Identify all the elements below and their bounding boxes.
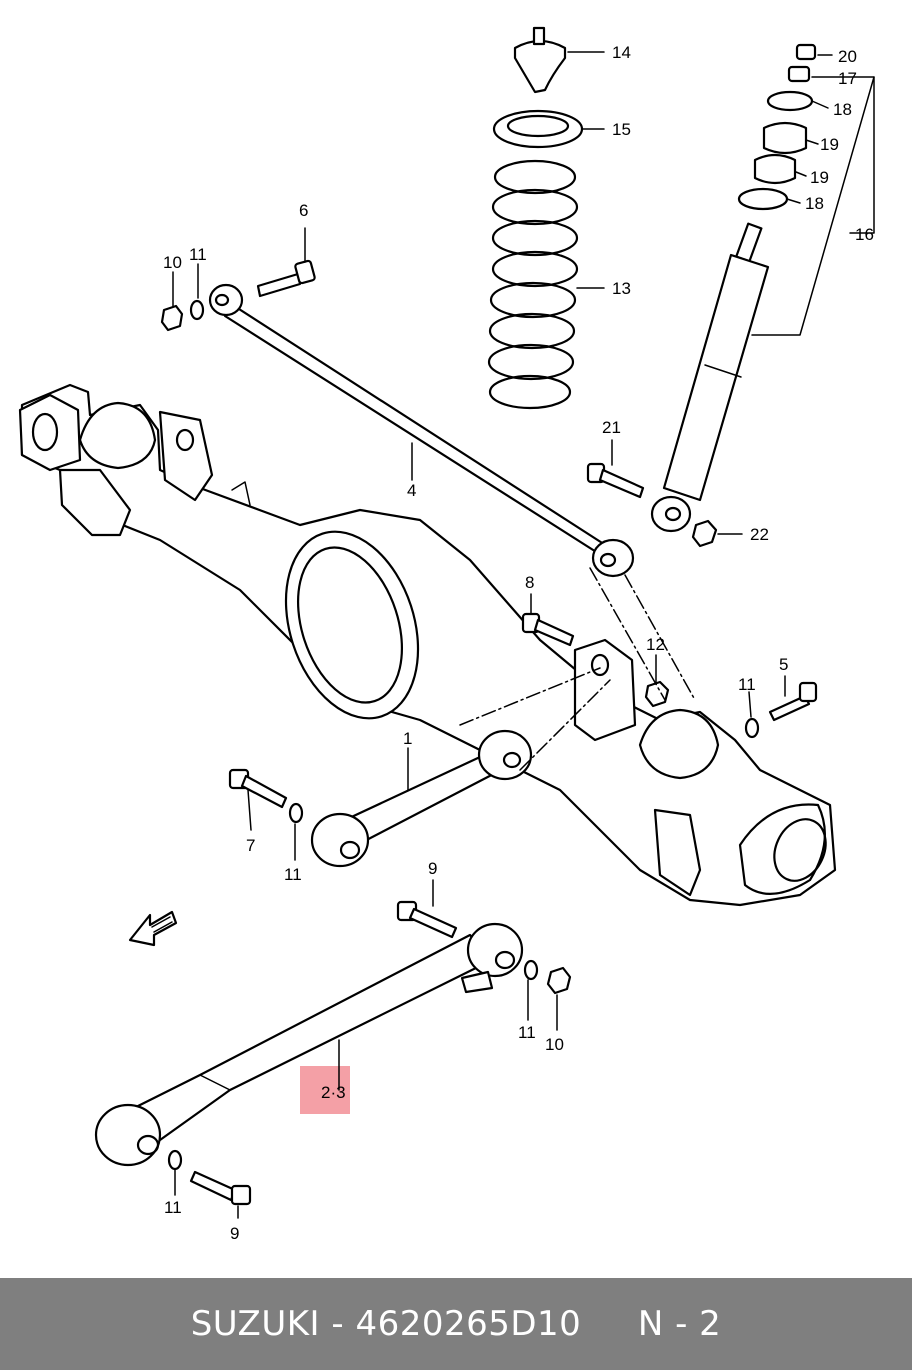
- callout-11-right: 11: [738, 675, 756, 694]
- bolt-9-upper: [396, 900, 458, 939]
- callout-9-upper: 9: [428, 859, 437, 878]
- callout-18-upper: 18: [833, 100, 852, 119]
- nut-22: [691, 519, 718, 548]
- bolt-7: [228, 768, 288, 809]
- callout-11-left: 11: [284, 865, 302, 884]
- callout-10-arm: 10: [545, 1035, 564, 1054]
- callout-11-arm: 11: [518, 1023, 536, 1042]
- bolt-9-lower: [189, 1170, 252, 1206]
- callout-12: 12: [646, 635, 665, 654]
- callout-6: 6: [299, 201, 308, 220]
- bolt-21: [586, 462, 645, 499]
- shock-absorber: [650, 222, 770, 533]
- callout-1: 1: [403, 729, 412, 748]
- washer-11-upper: [189, 299, 205, 321]
- washer-11-lower: [167, 1149, 183, 1171]
- nut-10-upper: [160, 304, 184, 332]
- callout-17: 17: [838, 69, 857, 88]
- reference-lines: [459, 567, 696, 771]
- callout-15: 15: [612, 120, 631, 139]
- washer-11-right: [744, 717, 760, 739]
- callout-22: 22: [750, 525, 769, 544]
- callout-8: 8: [525, 573, 534, 592]
- callout-4: 4: [407, 481, 416, 500]
- callout-16: 16: [855, 225, 874, 244]
- callout-11-lower: 11: [164, 1198, 182, 1217]
- callout-13: 13: [612, 279, 631, 298]
- bolt-5: [768, 681, 818, 722]
- callout-21: 21: [602, 418, 621, 437]
- lower-control-arm: [94, 922, 524, 1167]
- callout-labels: 14 15 13 20 17 18 19 19 18 16 6 10 11 4 …: [163, 43, 874, 1243]
- callout-10-upper: 10: [163, 253, 182, 272]
- washer-11-arm: [523, 959, 539, 981]
- footer-bar: SUZUKI - 4620265D10 N - 2: [0, 1278, 912, 1370]
- upper-control-arm: [310, 729, 533, 868]
- callout-2-3: 2·3: [321, 1083, 346, 1102]
- callout-9-lower: 9: [230, 1224, 239, 1243]
- nut-10-arm: [546, 966, 572, 995]
- rear-axle-housing: [18, 383, 837, 907]
- front-direction-arrow-icon: [128, 910, 178, 947]
- washer-11-left: [288, 802, 304, 824]
- leader-lines: [172, 51, 875, 1219]
- callout-5: 5: [779, 655, 788, 674]
- rear-suspension-exploded-diagram: 14 15 13 20 17 18 19 19 18 16 6 10 11 4 …: [18, 26, 875, 1243]
- bolt-8: [521, 612, 575, 647]
- highlight-box-2-3: [300, 1066, 350, 1114]
- callout-14: 14: [612, 43, 631, 62]
- nut-12: [644, 680, 670, 708]
- spring-seat: [492, 109, 584, 149]
- shock-mount-hardware: [737, 43, 817, 211]
- coil-spring: [487, 159, 579, 410]
- lateral-rod: [208, 283, 635, 578]
- callout-20: 20: [838, 47, 857, 66]
- callout-18-lower: 18: [805, 194, 824, 213]
- footer-part-caption: SUZUKI - 4620265D10 N - 2: [190, 1304, 722, 1344]
- callout-19-upper: 19: [820, 135, 839, 154]
- callout-7: 7: [246, 836, 255, 855]
- bump-stop: [513, 26, 567, 94]
- callout-11-upper: 11: [189, 245, 207, 264]
- bolt-6: [256, 259, 316, 298]
- callout-19-lower: 19: [810, 168, 829, 187]
